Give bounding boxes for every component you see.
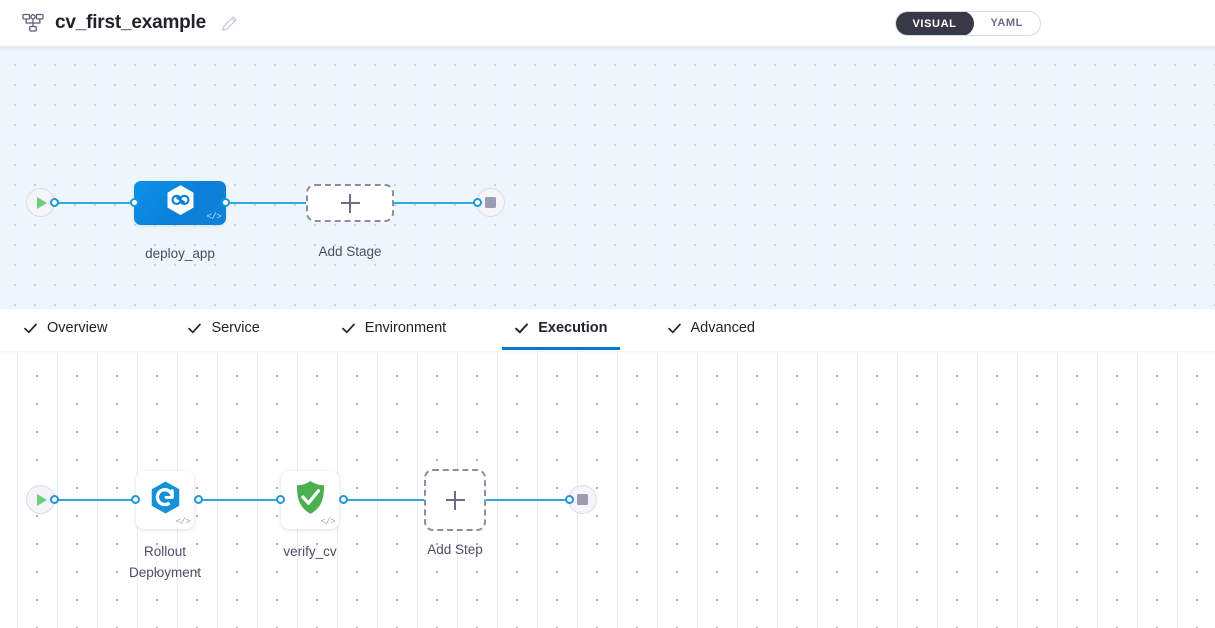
check-icon (514, 321, 529, 336)
tab-service[interactable]: Service (185, 309, 261, 350)
step-port-verify-out[interactable] (339, 495, 348, 504)
stage-config-tabbar: Overview Service Environment Execution A… (0, 309, 1215, 351)
play-icon (37, 493, 47, 506)
step-port-rollout-out[interactable] (194, 495, 203, 504)
step-label-rollout-deployment: Rollout Deployment (128, 544, 202, 580)
tab-advanced[interactable]: Advanced (665, 309, 758, 350)
stage-port-deploy-in[interactable] (130, 198, 139, 207)
harness-hexagon-deploy-icon (165, 184, 196, 222)
code-badge-icon: </> (320, 517, 336, 527)
code-badge-icon: </> (175, 517, 191, 527)
tab-environment[interactable]: Environment (339, 309, 448, 350)
stage-edge-start-deploy (54, 202, 138, 204)
check-icon (187, 321, 202, 336)
plus-icon (340, 193, 360, 213)
step-edge-add-end (484, 499, 572, 501)
stage-port-deploy-out[interactable] (221, 198, 230, 207)
tab-execution[interactable]: Execution (502, 309, 620, 350)
stage-edge-add-end (390, 202, 482, 204)
stop-icon (577, 494, 588, 505)
mode-option-yaml[interactable]: YAML (990, 16, 1023, 29)
view-mode-toggle[interactable]: VISUAL YAML (894, 10, 1041, 36)
step-edge-rollout-verify (196, 499, 284, 501)
tab-label: Execution (538, 320, 608, 336)
step-port-rollout-in[interactable] (131, 495, 140, 504)
stage-label-deploy-app: deploy_app (145, 246, 215, 261)
tab-label: Overview (47, 320, 108, 336)
page-title: cv_first_example (55, 12, 207, 33)
check-icon (667, 321, 682, 336)
tab-label: Environment (364, 320, 447, 336)
step-label-verify-cv: verify_cv (283, 544, 337, 559)
add-stage-label: Add Stage (318, 244, 382, 259)
header-left-group: cv_first_example (0, 12, 238, 34)
tab-label: Advanced (690, 320, 756, 336)
header-right-group: VISUAL YAML (894, 10, 1215, 36)
app-header: cv_first_example VISUAL YAML (0, 0, 1215, 47)
code-badge-icon: </> (206, 212, 222, 222)
execution-graph-canvas[interactable]: </> Rollout Deployment </> verify_cv Add… (0, 351, 1215, 628)
mode-option-visual[interactable]: VISUAL (895, 11, 975, 35)
stage-node-deploy-app[interactable]: </> (134, 181, 226, 225)
pencil-edit-icon[interactable] (221, 15, 238, 32)
stage-port-start-out[interactable] (50, 198, 59, 207)
stage-port-end-in[interactable] (473, 198, 482, 207)
step-edge-verify-add (341, 499, 427, 501)
step-port-verify-in[interactable] (276, 495, 285, 504)
stage-edge-deploy-add (222, 202, 314, 204)
stop-icon (485, 197, 496, 208)
plus-icon (445, 490, 465, 510)
step-port-end-in[interactable] (565, 495, 574, 504)
step-node-verify-cv[interactable]: </> (281, 471, 339, 529)
play-icon (37, 196, 47, 209)
step-edge-start-rollout (54, 499, 138, 501)
step-port-start-out[interactable] (50, 495, 59, 504)
tab-label: Service (211, 320, 260, 336)
step-node-rollout-deployment[interactable]: </> (136, 471, 194, 529)
add-stage-button[interactable] (306, 184, 394, 222)
stage-graph-canvas[interactable]: </> deploy_app Add Stage (0, 47, 1215, 309)
pipeline-nodes-icon (22, 12, 44, 34)
add-step-label: Add Step (427, 542, 483, 557)
check-icon (23, 321, 38, 336)
check-icon (341, 321, 356, 336)
rollout-deployment-hexagon-icon (149, 480, 182, 520)
shield-check-icon (294, 479, 327, 521)
tab-overview[interactable]: Overview (21, 309, 109, 350)
add-step-button[interactable] (424, 469, 486, 531)
